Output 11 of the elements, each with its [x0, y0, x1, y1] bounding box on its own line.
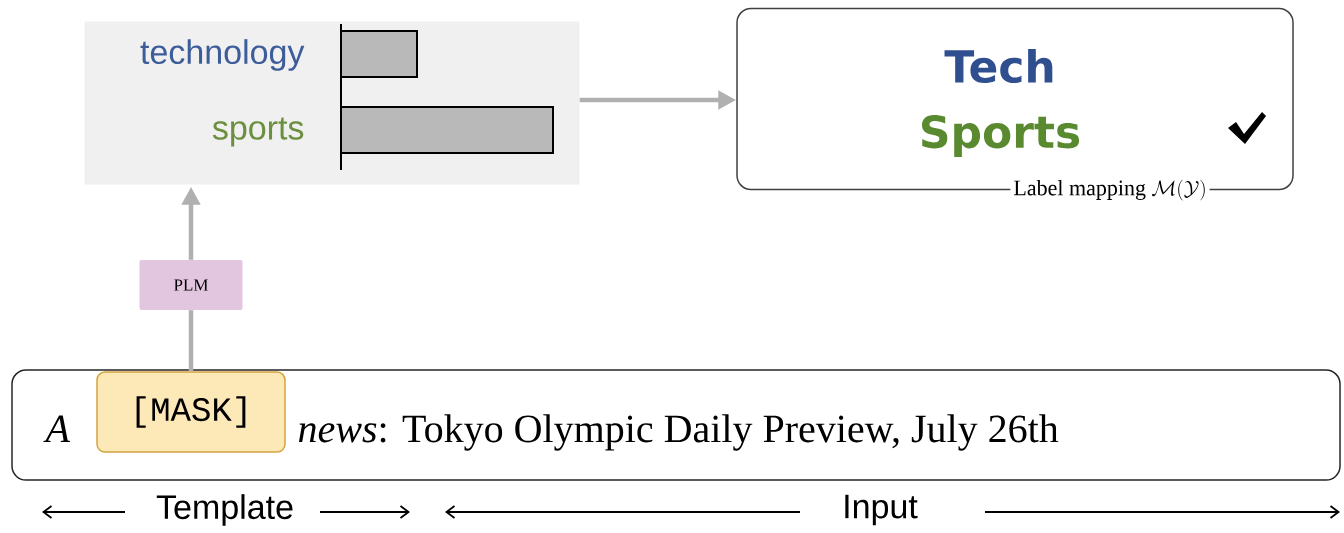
span-label: Template: [156, 494, 293, 526]
category-label: technology: [140, 39, 305, 71]
mask-token: [MASK]: [96, 371, 286, 453]
category-label: sports: [212, 117, 304, 147]
model-box: PLM: [139, 260, 243, 310]
class-label: Tech: [944, 49, 1053, 84]
box-caption: Label mapping $\mathcal{M}(\mathcal{Y})$: [1010, 176, 1210, 204]
input-sentence: news: Tokyo Olympic Daily Preview, July 26th: [298, 414, 1059, 451]
span-label: Input: [845, 494, 918, 526]
class-label: Sports: [922, 115, 1080, 157]
template-word: A: [43, 415, 71, 442]
